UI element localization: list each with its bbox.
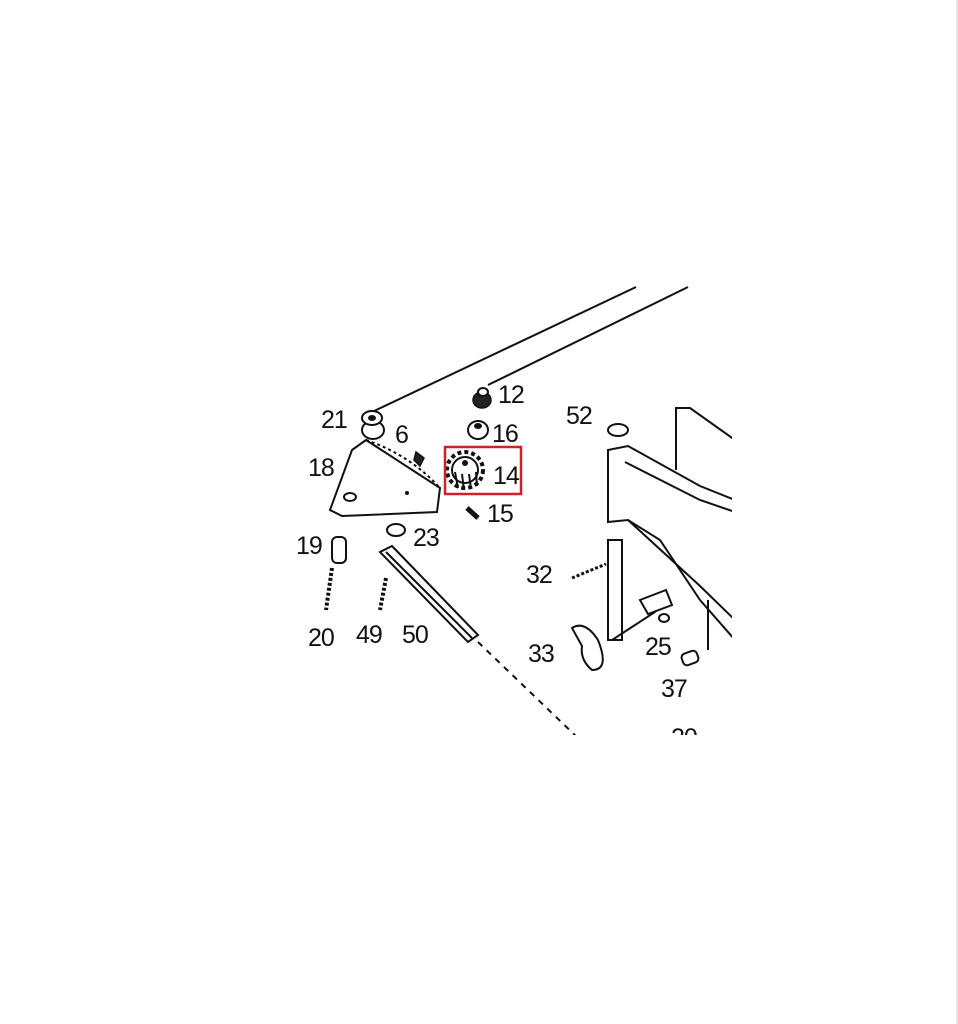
bushing-part xyxy=(467,420,489,440)
callout-50: 50 xyxy=(402,621,428,649)
arm-part xyxy=(378,544,577,735)
nut-part xyxy=(472,387,492,409)
callout-6: 6 xyxy=(395,421,408,449)
bolt-part xyxy=(378,577,388,611)
callout-33: 33 xyxy=(528,640,554,668)
callout-14: 14 xyxy=(493,462,520,490)
callout-52: 52 xyxy=(566,402,592,430)
nut-part xyxy=(413,450,425,468)
frame-line xyxy=(487,286,689,386)
callout-23: 23 xyxy=(413,524,439,552)
washer-part xyxy=(386,523,406,537)
frame-line xyxy=(371,286,637,413)
callout-18: 18 xyxy=(308,454,334,482)
gear-part xyxy=(445,450,485,491)
callout-37: 37 xyxy=(661,675,687,703)
callout-20-clipped: 20 xyxy=(671,724,697,752)
pulley-part xyxy=(361,410,385,440)
callout-15: 15 xyxy=(487,500,513,528)
pin-part xyxy=(465,506,480,520)
callout-19: 19 xyxy=(296,532,322,560)
callout-12: 12 xyxy=(498,381,524,409)
callout-21: 21 xyxy=(321,406,347,434)
callout-25: 25 xyxy=(645,633,671,661)
bolt-part xyxy=(324,567,334,611)
spacer-part xyxy=(331,536,347,564)
highlight-box xyxy=(443,445,523,496)
lever-assembly xyxy=(570,407,732,672)
callout-49: 49 xyxy=(356,621,382,649)
callout-16: 16 xyxy=(492,420,518,448)
page-edge xyxy=(956,0,958,1024)
callout-32: 32 xyxy=(526,561,552,589)
callout-20: 20 xyxy=(308,624,334,652)
sector-plate xyxy=(328,438,442,518)
